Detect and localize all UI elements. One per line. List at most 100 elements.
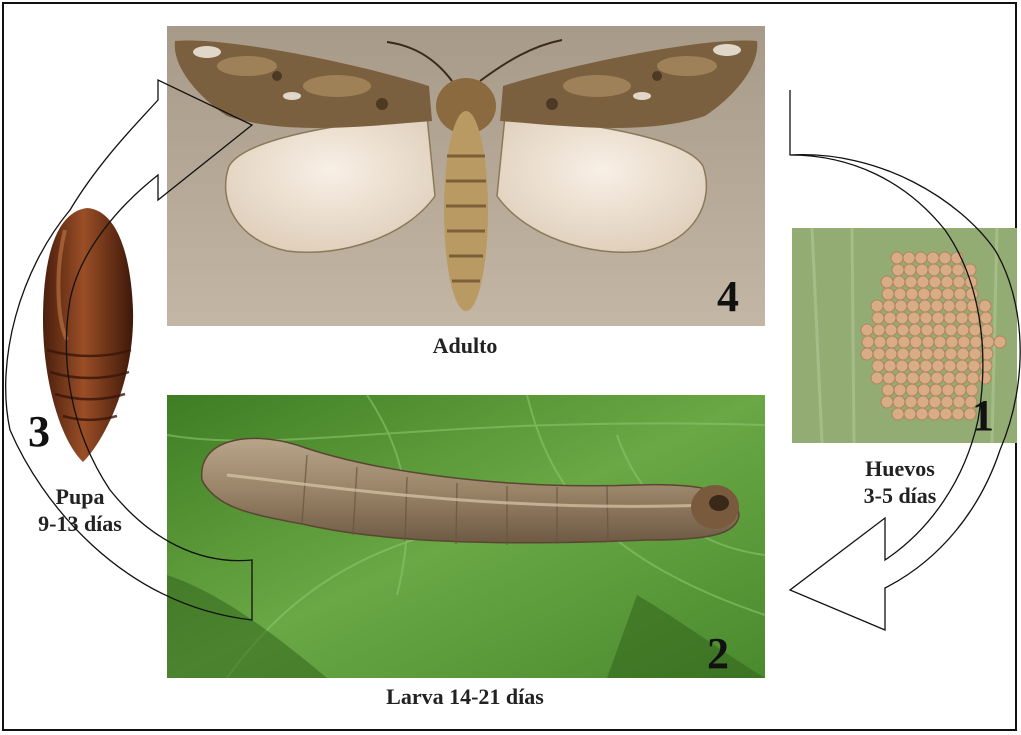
pupa-label: Pupa 9-13 días <box>5 483 155 537</box>
egg <box>957 324 969 336</box>
egg <box>892 264 904 276</box>
egg <box>918 384 930 396</box>
stage-number-4: 4 <box>717 275 739 319</box>
egg <box>882 288 894 300</box>
egg <box>941 396 953 408</box>
egg <box>893 276 905 288</box>
egg <box>945 348 957 360</box>
egg <box>871 372 883 384</box>
egg <box>910 336 922 348</box>
egg <box>894 384 906 396</box>
egg <box>942 384 954 396</box>
egg <box>909 324 921 336</box>
egg <box>951 252 963 264</box>
egg <box>967 300 979 312</box>
egg <box>920 312 932 324</box>
larva-photo <box>167 395 765 678</box>
egg <box>883 300 895 312</box>
egg <box>965 276 977 288</box>
egg <box>919 300 931 312</box>
eggs-label: Huevos 3-5 días <box>800 455 1000 509</box>
egg <box>904 264 916 276</box>
egg <box>954 384 966 396</box>
egg <box>945 324 957 336</box>
egg <box>907 300 919 312</box>
egg <box>946 336 958 348</box>
egg <box>885 348 897 360</box>
stage-number-1: 1 <box>972 394 994 438</box>
egg <box>896 312 908 324</box>
egg <box>929 276 941 288</box>
egg <box>897 348 909 360</box>
egg <box>933 324 945 336</box>
egg <box>957 348 969 360</box>
egg <box>944 360 956 372</box>
adult-moth-photo <box>167 26 765 326</box>
egg <box>929 396 941 408</box>
stage-number-2: 2 <box>707 632 729 676</box>
egg <box>916 264 928 276</box>
egg <box>953 276 965 288</box>
egg <box>970 336 982 348</box>
larva-label: Larva 14-21 días <box>330 683 600 710</box>
egg <box>905 276 917 288</box>
egg <box>907 372 919 384</box>
egg <box>898 336 910 348</box>
egg <box>967 372 979 384</box>
egg <box>917 276 929 288</box>
egg <box>941 276 953 288</box>
egg <box>919 372 931 384</box>
egg <box>908 360 920 372</box>
egg <box>917 396 929 408</box>
egg <box>892 408 904 420</box>
egg <box>931 372 943 384</box>
egg <box>862 336 874 348</box>
egg <box>979 372 991 384</box>
egg <box>909 348 921 360</box>
eggs-label-line1: Huevos <box>800 455 1000 482</box>
egg <box>969 324 981 336</box>
egg <box>861 324 873 336</box>
egg <box>915 252 927 264</box>
egg <box>882 384 894 396</box>
egg <box>894 288 906 300</box>
egg <box>964 264 976 276</box>
egg <box>906 384 918 396</box>
egg <box>881 276 893 288</box>
egg <box>908 312 920 324</box>
egg <box>940 408 952 420</box>
egg <box>891 252 903 264</box>
egg <box>934 336 946 348</box>
egg <box>966 288 978 300</box>
egg <box>918 288 930 300</box>
egg <box>930 384 942 396</box>
egg <box>955 372 967 384</box>
adult-label: Adulto <box>340 332 590 359</box>
egg <box>980 312 992 324</box>
egg <box>903 252 915 264</box>
egg <box>943 372 955 384</box>
egg <box>922 336 934 348</box>
egg <box>881 396 893 408</box>
egg <box>953 396 965 408</box>
pupa-label-line1: Pupa <box>5 483 155 510</box>
egg <box>872 360 884 372</box>
eggs-label-line2: 3-5 días <box>800 482 1000 509</box>
egg <box>932 360 944 372</box>
egg <box>968 312 980 324</box>
egg <box>916 408 928 420</box>
egg <box>905 396 917 408</box>
pupa-label-line2: 9-13 días <box>5 510 155 537</box>
egg <box>928 264 940 276</box>
egg <box>981 348 993 360</box>
egg <box>944 312 956 324</box>
egg <box>885 324 897 336</box>
egg <box>921 348 933 360</box>
egg <box>982 336 994 348</box>
egg <box>940 264 952 276</box>
egg <box>921 324 933 336</box>
egg <box>942 288 954 300</box>
egg <box>928 408 940 420</box>
egg <box>904 408 916 420</box>
egg <box>895 372 907 384</box>
